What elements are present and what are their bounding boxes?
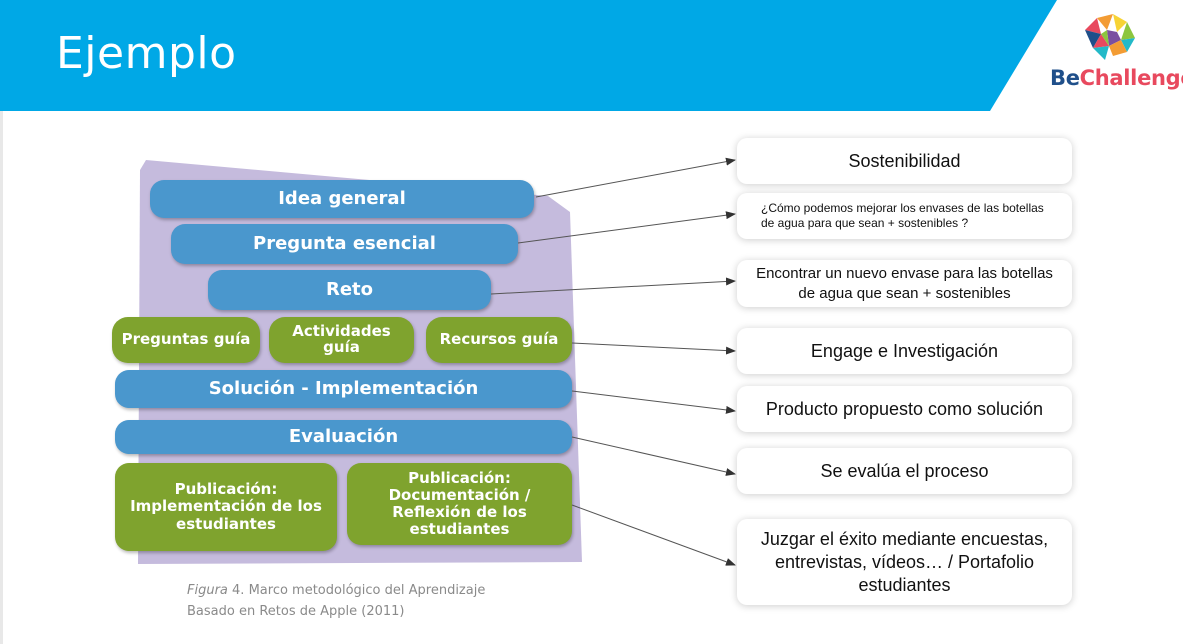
- card-juzgar: Juzgar el éxito mediante encuestas, entr…: [737, 519, 1072, 605]
- level-label: Publicación: Implementación de los estud…: [130, 480, 322, 533]
- brain-logo-icon: [1085, 14, 1135, 60]
- header-banner: [0, 0, 1183, 111]
- level-idea-general: Idea general: [150, 180, 534, 218]
- level-label: Solución - Implementación: [208, 377, 479, 399]
- card-engage: Engage e Investigación: [737, 328, 1072, 374]
- level-label: Recursos guía: [439, 330, 559, 349]
- level-publicacion-implementacion: Publicación: Implementación de los estud…: [115, 463, 337, 551]
- card-text: Engage e Investigación: [810, 340, 999, 361]
- level-label: Actividades guía: [292, 322, 391, 356]
- level-label: Reto: [325, 278, 374, 300]
- caption-text: 4. Marco metodológico del Aprendizaje Ba…: [187, 583, 486, 619]
- card-sostenibilidad: Sostenibilidad: [737, 138, 1072, 184]
- level-publicacion-documentacion: Publicación: Documentación / Reflexión d…: [347, 463, 572, 545]
- level-actividades-guia: Actividades guía: [269, 317, 414, 363]
- card-text: Se evalúa el proceso: [820, 460, 989, 481]
- card-text: Encontrar un nuevo envase para las botel…: [756, 264, 1053, 302]
- card-text: ¿Cómo podemos mejorar los envases de las…: [761, 201, 1044, 230]
- card-text: Juzgar el éxito mediante encuestas, entr…: [760, 528, 1049, 595]
- level-evaluacion: Evaluación: [115, 420, 572, 454]
- level-reto: Reto: [208, 270, 491, 310]
- level-label: Evaluación: [288, 425, 399, 447]
- bechallenge-logo: BeChallenge: [1050, 12, 1183, 92]
- slide-left-edge: [0, 111, 3, 644]
- banner-shape: [0, 0, 1057, 111]
- card-text: Producto propuesto como solución: [765, 398, 1044, 419]
- logo-text-be: Be: [1050, 66, 1080, 90]
- level-label: Preguntas guía: [121, 330, 251, 349]
- level-label: Idea general: [278, 187, 406, 209]
- card-evalua: Se evalúa el proceso: [737, 448, 1072, 494]
- level-solucion-implementacion: Solución - Implementación: [115, 370, 572, 408]
- logo-wordmark: BeChallenge: [1050, 66, 1183, 90]
- card-reto: Encontrar un nuevo envase para las botel…: [737, 260, 1072, 307]
- level-recursos-guia: Recursos guía: [426, 317, 572, 363]
- level-pregunta-esencial: Pregunta esencial: [171, 224, 518, 264]
- level-label: Publicación: Documentación / Reflexión d…: [388, 468, 531, 539]
- page-title: Ejemplo: [56, 28, 237, 79]
- level-label: Pregunta esencial: [253, 232, 436, 254]
- card-text: Sostenibilidad: [848, 150, 961, 171]
- logo-text-challenge: Challenge: [1079, 66, 1183, 90]
- caption-italic: Figura: [187, 583, 228, 598]
- card-producto: Producto propuesto como solución: [737, 386, 1072, 432]
- level-preguntas-guia: Preguntas guía: [112, 317, 260, 363]
- card-pregunta: ¿Cómo podemos mejorar los envases de las…: [737, 193, 1072, 239]
- figure-caption: Figura 4. Marco metodológico del Aprendi…: [187, 580, 507, 622]
